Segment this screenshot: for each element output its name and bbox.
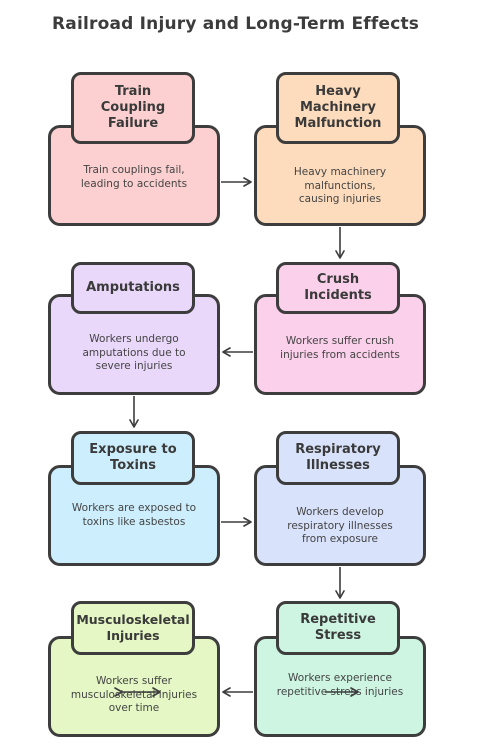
node-musculoskeletal-injuries-label: Musculoskeletal Injuries [71, 601, 195, 655]
node-label-text: Train Coupling Failure [100, 84, 166, 131]
node-label-text: Exposure to Toxins [89, 442, 177, 473]
node-description: Workers are exposed to toxins like asbes… [71, 502, 197, 528]
node-crush-incidents-label: Crush Incidents [276, 262, 400, 314]
node-label-text: Crush Incidents [304, 272, 372, 303]
node-heavy-machinery-malfunction-label: Heavy Machinery Malfunction [276, 72, 400, 144]
node-description: Heavy machinery malfunctions, causing in… [293, 166, 387, 205]
node-label-text: Amputations [86, 280, 180, 295]
node-exposure-to-toxins-label: Exposure to Toxins [71, 431, 195, 485]
node-label-text: Respiratory Illnesses [295, 442, 381, 473]
node-repetitive-stress-label: Repetitive Stress [276, 601, 400, 655]
node-description: Workers suffer crush injuries from accid… [280, 335, 400, 361]
node-label-text: Repetitive Stress [300, 612, 376, 643]
node-label-text: Heavy Machinery Malfunction [294, 84, 382, 131]
node-description: Workers undergo amputations due to sever… [82, 333, 186, 372]
node-description: Workers develop respiratory illnesses fr… [287, 506, 393, 545]
diagram-title: Railroad Injury and Long-Term Effects [52, 14, 420, 34]
node-label-text: Musculoskeletal Injuries [76, 612, 190, 643]
node-respiratory-illnesses-label: Respiratory Illnesses [276, 431, 400, 485]
node-amputations-label: Amputations [71, 262, 195, 314]
node-description: Train couplings fail, leading to acciden… [80, 164, 188, 190]
node-train-coupling-failure-label: Train Coupling Failure [71, 72, 195, 144]
